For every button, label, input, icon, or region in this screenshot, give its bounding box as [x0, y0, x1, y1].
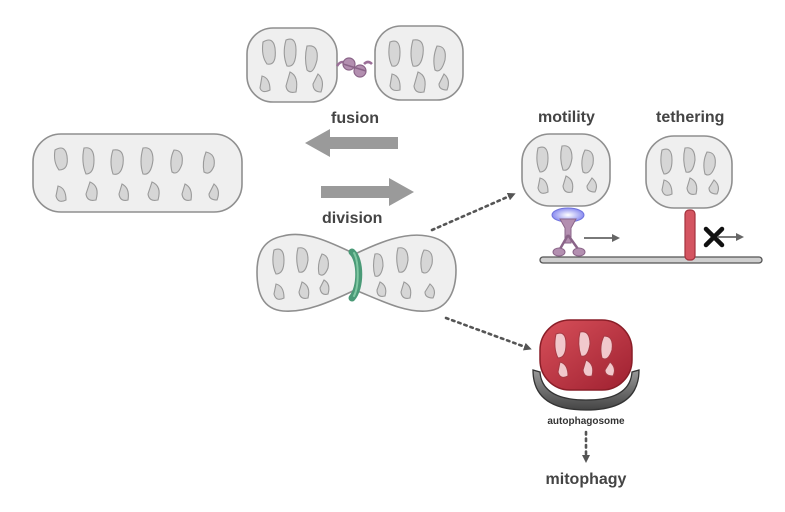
elongated-mitochondrion [32, 133, 243, 213]
autophagosome-label: autophagosome [547, 416, 625, 427]
damaged-mitochondrion [539, 319, 633, 391]
mitophagy-label: mitophagy [546, 471, 627, 488]
motility-label: motility [538, 109, 595, 126]
tether-protein [684, 209, 696, 261]
arrow-to-motility [430, 192, 516, 232]
fusion-arrow [305, 129, 398, 157]
tethered-mitochondrion [645, 135, 733, 209]
fusion-protein-complex [335, 57, 373, 78]
autophagosome-cup [532, 369, 640, 411]
division-ring-icon [348, 248, 363, 302]
fusion-label: fusion [331, 110, 379, 127]
cytoskeleton-track [539, 256, 763, 264]
fusion-mitochondrion-right [374, 25, 464, 101]
fusion-mitochondrion-left [246, 27, 338, 103]
arrow-to-mitophagy [444, 316, 532, 351]
motile-mitochondrion [521, 133, 611, 207]
blocked-movement-arrow [718, 233, 744, 241]
division-label: division [322, 210, 382, 227]
division-arrow [321, 178, 414, 206]
movement-arrow [584, 234, 620, 242]
x-mark-icon [703, 226, 725, 248]
motor-protein-icon [551, 207, 586, 257]
tethering-label: tethering [656, 109, 724, 126]
